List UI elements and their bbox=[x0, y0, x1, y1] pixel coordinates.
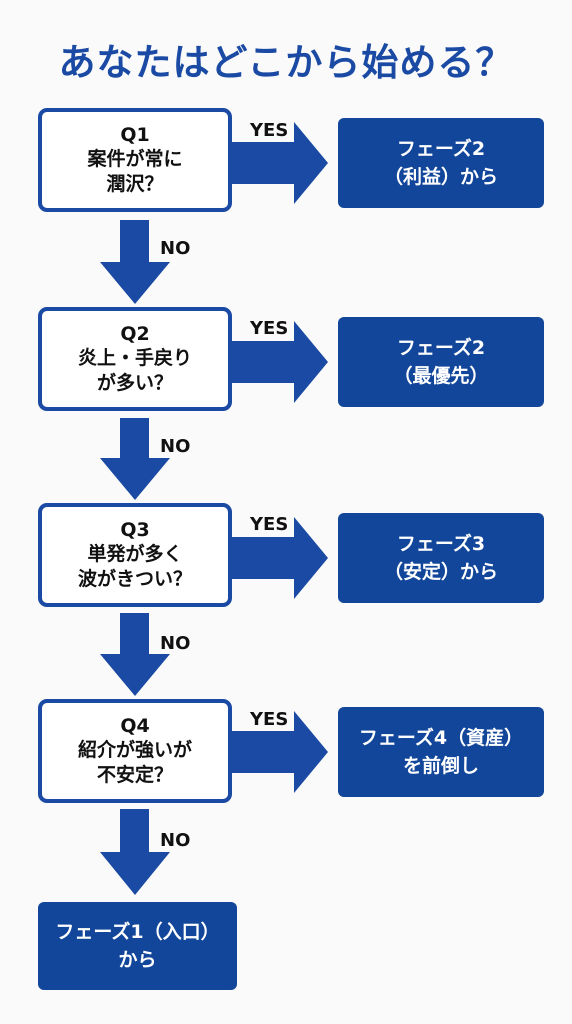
question-box-q3: Q3 単発が多く 波がきつい？ bbox=[38, 503, 232, 607]
yes-arrow-q4 bbox=[232, 711, 328, 793]
result-box-q1-yes: フェーズ2 （利益）から bbox=[338, 118, 544, 208]
no-arrow-q2 bbox=[100, 418, 170, 500]
yes-label: YES bbox=[250, 709, 289, 730]
question-box-q1: Q1 案件が常に 潤沢？ bbox=[38, 108, 232, 212]
yes-label: YES bbox=[250, 120, 289, 141]
no-arrow-q1 bbox=[100, 220, 170, 304]
yes-arrow-q1 bbox=[232, 122, 328, 204]
result-text-line: フェーズ3 bbox=[396, 533, 486, 555]
question-id: Q2 bbox=[120, 323, 150, 345]
question-text-line: 波がきつい？ bbox=[77, 568, 192, 590]
page-title: あなたはどこから始める？ bbox=[58, 41, 514, 84]
result-box-q4-yes: フェーズ4（資産） を前倒し bbox=[338, 707, 544, 797]
question-text-line: 紹介が強いが bbox=[77, 739, 192, 761]
final-result-box: フェーズ1（入口） から bbox=[38, 902, 237, 990]
yes-arrow-q2 bbox=[232, 321, 328, 403]
result-text-line: から bbox=[118, 949, 157, 971]
no-label: NO bbox=[160, 633, 191, 654]
question-id: Q3 bbox=[120, 519, 150, 541]
result-box-q2-yes: フェーズ2 （最優先） bbox=[338, 317, 544, 407]
question-id: Q1 bbox=[120, 124, 150, 146]
result-box-q3-yes: フェーズ3 （安定）から bbox=[338, 513, 544, 603]
result-text-line: （最優先） bbox=[393, 365, 489, 387]
result-text-line: を前倒し bbox=[402, 755, 479, 777]
result-text-line: フェーズ4（資産） bbox=[358, 727, 524, 749]
result-text-line: フェーズ1（入口） bbox=[55, 921, 220, 943]
no-label: NO bbox=[160, 238, 191, 259]
question-text-line: 不安定？ bbox=[96, 764, 173, 786]
question-id: Q4 bbox=[120, 715, 150, 737]
question-text-line: 案件が常に bbox=[87, 148, 183, 170]
yes-label: YES bbox=[250, 318, 289, 339]
result-text-line: フェーズ2 bbox=[396, 138, 486, 160]
result-text-line: フェーズ2 bbox=[396, 337, 486, 359]
question-box-q4: Q4 紹介が強いが 不安定？ bbox=[38, 699, 232, 803]
question-text-line: 単発が多く bbox=[87, 543, 183, 565]
no-arrow-q4 bbox=[100, 809, 170, 895]
yes-arrow-q3 bbox=[232, 517, 328, 599]
question-text-line: 潤沢？ bbox=[106, 173, 164, 195]
question-box-q2: Q2 炎上・手戻り が多い？ bbox=[38, 307, 232, 411]
no-label: NO bbox=[160, 830, 191, 851]
result-text-line: （安定）から bbox=[383, 561, 498, 583]
question-text-line: 炎上・手戻り bbox=[77, 347, 192, 369]
no-label: NO bbox=[160, 436, 191, 457]
result-text-line: （利益）から bbox=[383, 166, 498, 188]
no-arrow-q3 bbox=[100, 613, 170, 696]
yes-label: YES bbox=[250, 514, 289, 535]
question-text-line: が多い？ bbox=[96, 372, 173, 394]
